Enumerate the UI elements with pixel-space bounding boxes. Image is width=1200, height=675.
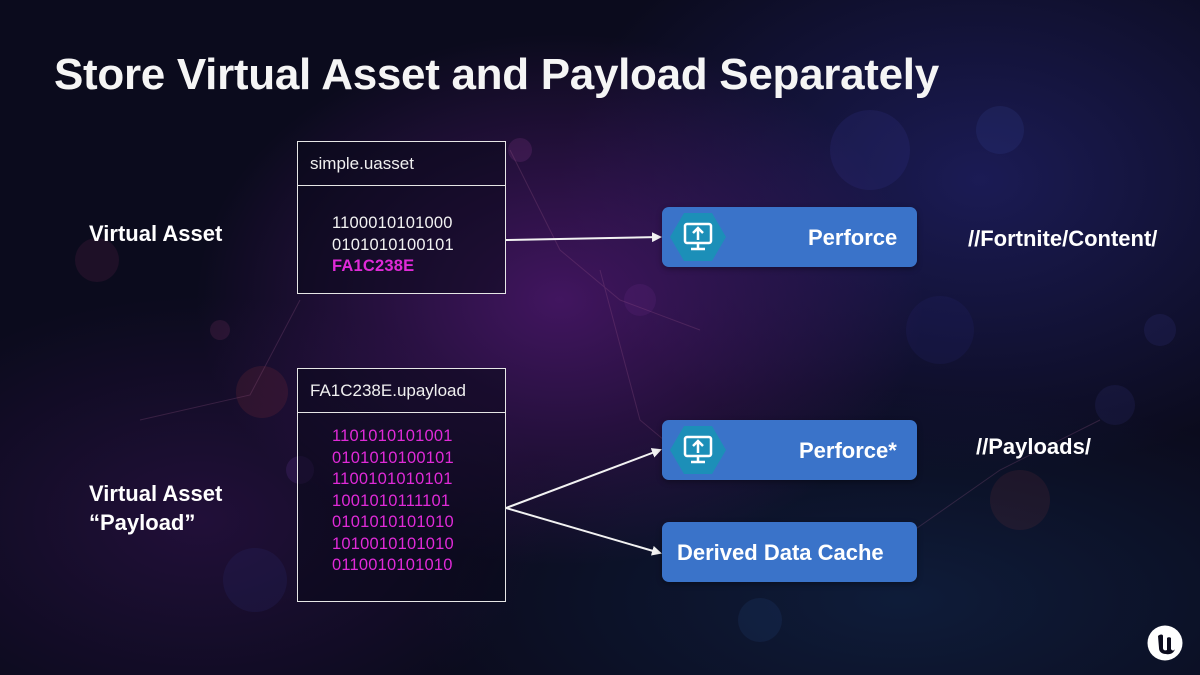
unreal-engine-logo-icon xyxy=(1147,625,1183,661)
binary-line: 1100010101000 xyxy=(332,214,453,232)
upayload-file-box: FA1C238E.upayload 1101010101001 01010101… xyxy=(297,368,506,602)
derived-data-cache-label: Derived Data Cache xyxy=(677,540,884,565)
perforce-star-box: Perforce* xyxy=(662,420,917,480)
binary-line: 1101010101001 xyxy=(332,427,453,445)
perforce-star-label: Perforce* xyxy=(799,438,897,463)
payload-label-line1: Virtual Asset xyxy=(89,481,223,506)
binary-line: 1010010101010 xyxy=(332,534,454,553)
perforce-icon xyxy=(670,426,726,474)
uasset-file-name: simple.uasset xyxy=(298,142,505,186)
binary-line: 0101010101010 xyxy=(332,513,454,531)
uasset-file-box: simple.uasset 1100010101000 010101010010… xyxy=(297,141,506,294)
payload-label-line2: “Payload” xyxy=(89,510,196,535)
binary-line: 0101010100101 xyxy=(332,235,454,254)
perforce-box: Perforce xyxy=(662,207,917,267)
binary-line: 0110010101010 xyxy=(332,556,453,574)
derived-data-cache-box: Derived Data Cache xyxy=(662,522,917,582)
perforce-icon xyxy=(670,213,726,261)
slide-title: Store Virtual Asset and Payload Separate… xyxy=(54,50,939,99)
payloads-path: //Payloads/ xyxy=(976,434,1091,459)
asset-hash: FA1C238E xyxy=(332,257,415,275)
upayload-file-name: FA1C238E.upayload xyxy=(298,369,505,413)
virtual-asset-label: Virtual Asset xyxy=(89,221,223,246)
binary-line: 1001010111101 xyxy=(332,491,451,510)
upayload-file-body: 1101010101001 0101010100101 110010101010… xyxy=(298,413,505,577)
perforce-label: Perforce xyxy=(808,225,898,250)
virtual-asset-payload-label: Virtual Asset “Payload” xyxy=(89,479,222,537)
binary-line: 0101010100101 xyxy=(332,448,454,467)
binary-line: 1100101010101 xyxy=(332,470,453,488)
uasset-file-body: 1100010101000 0101010100101 FA1C238E xyxy=(298,186,505,278)
content-path: //Fortnite/Content/ xyxy=(968,226,1158,251)
